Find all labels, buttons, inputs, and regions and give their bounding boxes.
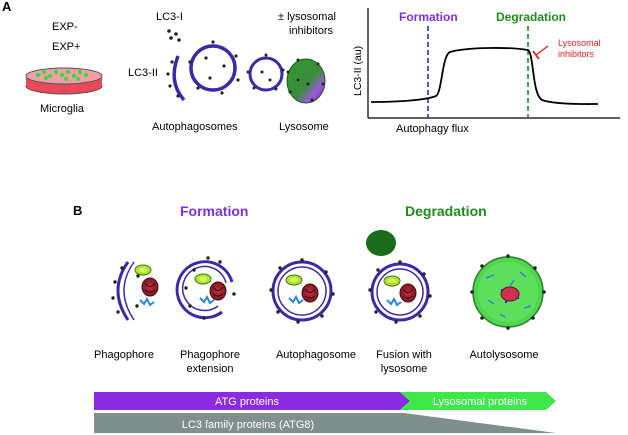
lysosome-icon: [286, 58, 326, 104]
stage-label-3: Autophagosome: [276, 349, 356, 361]
microglia-label: Microglia: [40, 103, 85, 115]
exp-plus-label: EXP+: [52, 41, 80, 53]
autolysosome-icon: [470, 254, 546, 330]
phagophore-icon: [111, 261, 159, 321]
inhibitors-label-line1: ± lysosomal: [278, 11, 336, 23]
formation-heading: Formation: [180, 203, 248, 219]
graph-formation-label: Formation: [399, 10, 458, 24]
stage-label-4b: lysosome: [381, 363, 427, 375]
graph-inhibitor-line1: Lysosomal: [558, 38, 601, 48]
petri-dish-icon: [25, 67, 103, 95]
lc3-ii-curve: [370, 47, 599, 105]
lc3-family-label: LC3 family proteins (ATG8): [182, 419, 314, 431]
stage-label-5: Autolysosome: [469, 349, 538, 361]
lysosomal-proteins-bar: [400, 392, 556, 410]
lc3-i-dots: [167, 29, 181, 42]
graph-xlabel: Autophagy flux: [396, 123, 469, 135]
lc3-i-label: LC3-I: [156, 11, 183, 23]
atg-proteins-bar: [94, 392, 410, 410]
graph-degradation-label: Degradation: [496, 10, 566, 24]
flux-graph: LC3-II (au) Autophagy flux Formation Deg…: [352, 8, 620, 135]
autophagosome-icon: [188, 40, 240, 95]
inhibitors-label-line2: inhibitors: [289, 25, 334, 37]
lc3-family-bar: [94, 413, 556, 433]
atg-proteins-label: ATG proteins: [215, 396, 279, 408]
autophagosome-icon: [246, 53, 285, 92]
stage-label-1: Phagophore: [94, 349, 154, 361]
phagophore-arc-icon: [166, 55, 186, 102]
lc3-ii-label: LC3-II: [128, 67, 158, 79]
degradation-heading: Degradation: [405, 203, 487, 219]
graph-inhibitor-line2: inhibitors: [558, 49, 595, 59]
graph-ylabel: LC3-II (au): [352, 46, 364, 96]
panel-b-label: B: [73, 203, 82, 218]
fusion-icon: [366, 230, 432, 324]
stage-label-4: Fusion with: [376, 349, 432, 361]
panel-a-label: A: [2, 0, 12, 14]
stage-label-2b: extension: [186, 363, 233, 375]
lysosomal-proteins-label: Lysosomal proteins: [433, 396, 528, 408]
lysosome-label: Lysosome: [279, 121, 329, 133]
phagophore-extension-icon: [175, 256, 236, 320]
inhibitor-tbar-icon: [532, 45, 549, 60]
autophagosome-stage-icon: [269, 258, 335, 324]
stage-label-2: Phagophore: [180, 349, 240, 361]
autophagosomes-label: Autophagosomes: [152, 121, 238, 133]
exp-minus-label: EXP-: [52, 21, 78, 33]
